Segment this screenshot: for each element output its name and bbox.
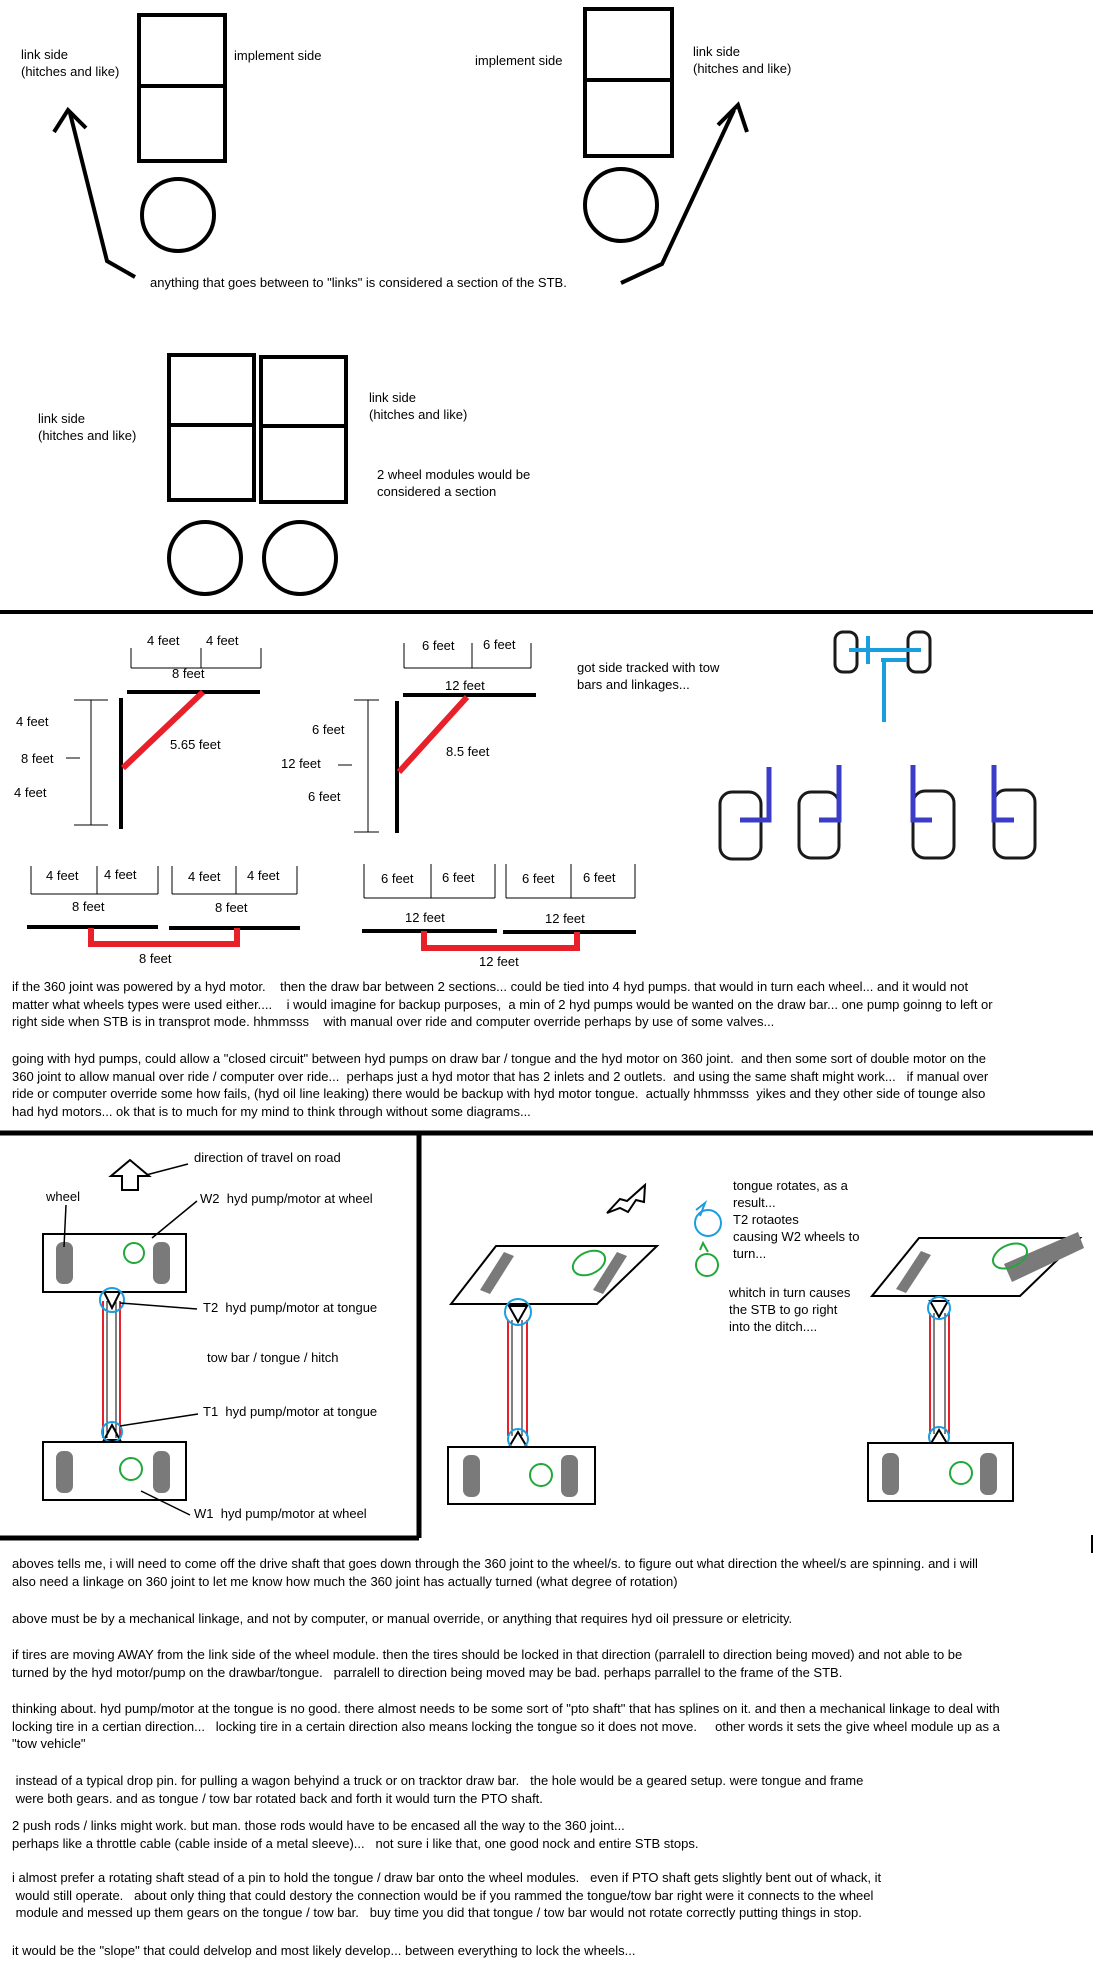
side-tracked-note: got side tracked with tow bars and linka… [577, 660, 720, 692]
note-pto-shaft: thinking about. hyd pump/motor at the to… [12, 1701, 1000, 1751]
note-tire-locking: if tires are moving AWAY from the link s… [12, 1647, 963, 1680]
two-module-section-note: 2 wheel modules would be considered a se… [377, 467, 531, 499]
w2-module-wheels-turned [869, 1232, 1084, 1297]
label-db12-12ft-bar: 12 feet [479, 954, 519, 969]
label-12ft-top: 12 feet [445, 678, 485, 693]
double-right-link-label: link side (hitches and like) [369, 390, 468, 422]
label-4ft-d: 4 feet [14, 785, 47, 800]
note-slope: it would be the "slope" that could delve… [12, 1943, 636, 1958]
double-left-link-label: link side (hitches and like) [38, 411, 137, 443]
direction-of-travel-label: direction of travel on road [194, 1150, 341, 1165]
label-db12-6ft-c: 6 feet [522, 871, 555, 886]
label-6ft-d: 6 feet [308, 789, 341, 804]
right-link-side-label: link side (hitches and like) [693, 44, 792, 76]
drawbar-12ft [362, 864, 636, 951]
label-6ft-b: 6 feet [483, 637, 516, 652]
diagram3-frame [0, 1130, 1093, 1541]
w2-label: W2 hyd pump/motor at wheel [200, 1191, 373, 1206]
w2-module-rotated [448, 1245, 660, 1305]
label-db12-12ft-b: 12 feet [545, 911, 585, 926]
travel-direction-arrow [108, 1158, 189, 1191]
note-mechanical-linkage: above must be by a mechanical linkage, a… [12, 1611, 793, 1626]
left-implement-side-label: implement side [234, 48, 322, 63]
left-link-side-label: link side (hitches and like) [21, 47, 120, 79]
w1-module-middle [447, 1446, 596, 1505]
paragraph-hyd-pumps: going with hyd pumps, could allow a "clo… [12, 1051, 989, 1119]
w2-module [42, 1233, 187, 1293]
label-db8-8ft-b: 8 feet [215, 900, 248, 915]
note-drive-shaft: aboves tells me, i will need to come off… [12, 1556, 978, 1589]
label-db8-4ft-c: 4 feet [188, 869, 221, 884]
label-diagonal-8: 5.65 feet [170, 737, 221, 752]
label-db12-6ft-d: 6 feet [583, 870, 616, 885]
drawbar-8ft [27, 866, 300, 947]
w1-module [42, 1441, 187, 1501]
label-db12-6ft-a: 6 feet [381, 871, 414, 886]
ditch-note: whitch in turn causes the STB to go righ… [729, 1285, 851, 1334]
label-db8-8ft-a: 8 feet [72, 899, 105, 914]
section-arrows [52, 101, 749, 285]
label-db8-4ft-b: 4 feet [104, 867, 137, 882]
w1-module-right [867, 1442, 1014, 1502]
rotation-legend [694, 1200, 722, 1277]
w1-label: W1 hyd pump/motor at wheel [194, 1506, 367, 1521]
tongue-rotated-right [927, 1296, 951, 1448]
label-diagonal-12: 8.5 feet [446, 744, 490, 759]
label-db8-8ft-bar: 8 feet [139, 951, 172, 966]
right-wheel-module [583, 7, 674, 243]
label-4ft-a: 4 feet [147, 633, 180, 648]
triangle-12ft [338, 643, 536, 833]
note-drop-pin: instead of a typical drop pin. for pulli… [15, 1773, 864, 1806]
triangle-8ft [66, 648, 262, 829]
label-db8-4ft-a: 4 feet [46, 868, 79, 883]
tongue-rotates-note: tongue rotates, as a result... T2 rotaot… [733, 1178, 860, 1261]
double-wheel-module [167, 353, 348, 596]
tongue-straight [99, 1287, 125, 1443]
label-4ft-b: 4 feet [206, 633, 239, 648]
label-6ft-a: 6 feet [422, 638, 455, 653]
label-6ft-c: 6 feet [312, 722, 345, 737]
section-definition-note: anything that goes between to "links" is… [150, 275, 567, 290]
label-12ft-side: 12 feet [281, 756, 321, 771]
right-implement-side-label: implement side [475, 53, 563, 68]
note-push-rods: 2 push rods / links might work. but man.… [12, 1818, 699, 1851]
tow-bar-label: tow bar / tongue / hitch [207, 1350, 339, 1365]
label-db12-6ft-b: 6 feet [442, 870, 475, 885]
note-rotating-shaft: i almost prefer a rotating shaft stead o… [12, 1870, 882, 1920]
left-wheel-module [137, 13, 227, 253]
tow-bar-linkage-sketch [718, 630, 1037, 861]
label-db8-4ft-d: 4 feet [247, 868, 280, 883]
label-db12-12ft-a: 12 feet [405, 910, 445, 925]
label-8ft-side: 8 feet [21, 751, 54, 766]
paragraph-hyd-motor: if the 360 joint was powered by a hyd mo… [12, 979, 993, 1029]
wheel-label: wheel [46, 1189, 80, 1204]
tongue-rotated-middle [504, 1298, 532, 1450]
t1-label: T1 hyd pump/motor at tongue [203, 1404, 378, 1419]
diagram3-leader-lines [63, 1200, 199, 1516]
t2-label: T2 hyd pump/motor at tongue [203, 1300, 378, 1315]
rotated-arrow [606, 1182, 647, 1214]
label-8ft-top: 8 feet [172, 666, 205, 681]
label-4ft-c: 4 feet [16, 714, 49, 729]
